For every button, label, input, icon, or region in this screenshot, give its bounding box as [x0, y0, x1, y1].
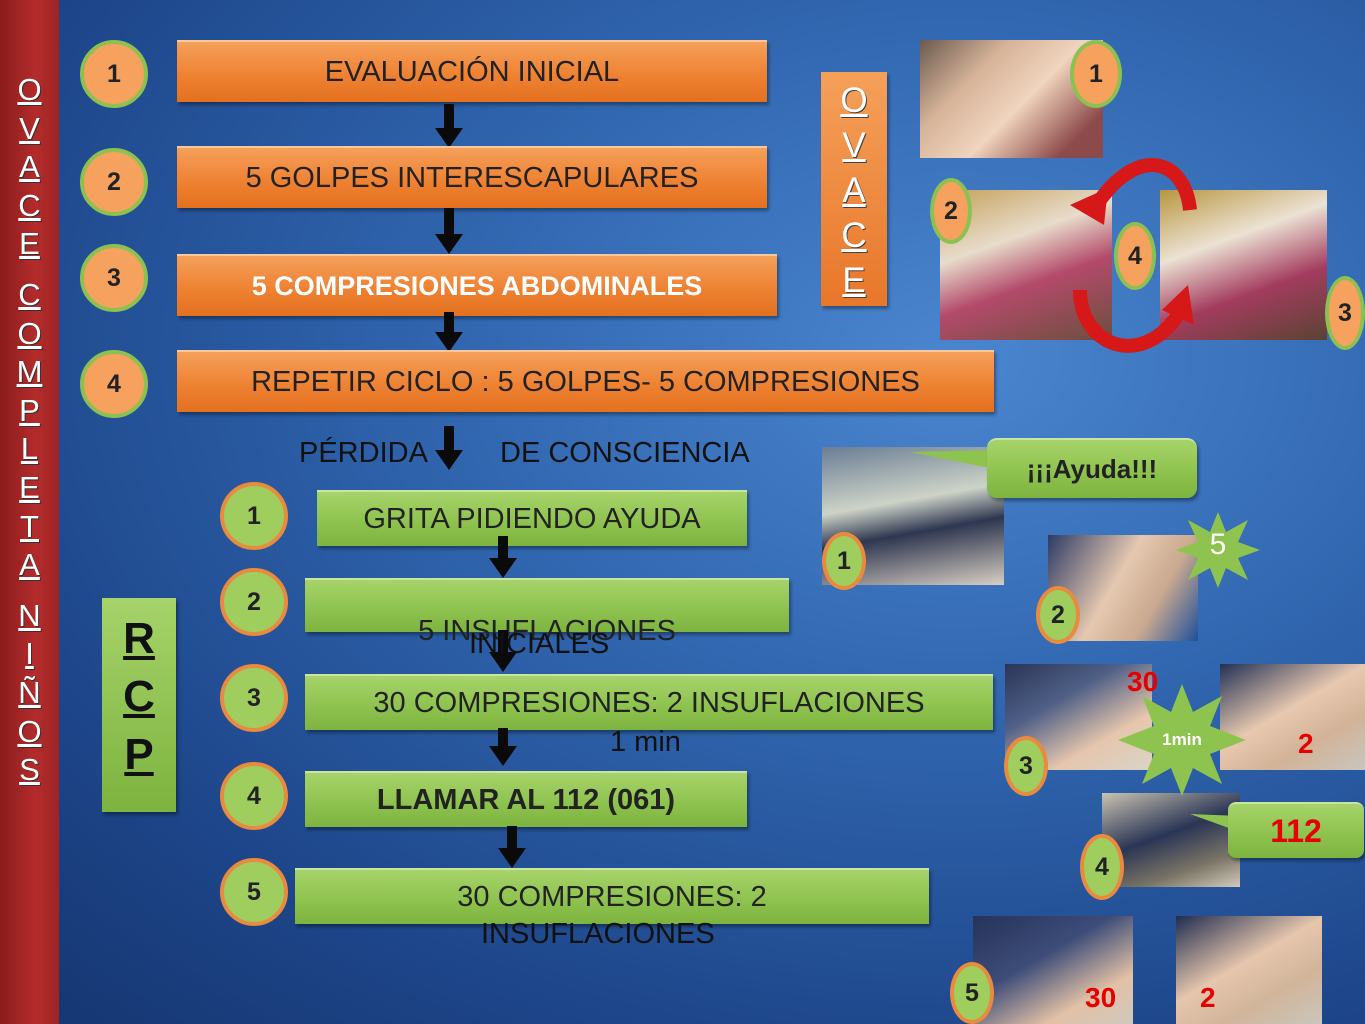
phone-112-callout: 112	[1228, 802, 1364, 858]
down-arrow-icon	[489, 536, 517, 578]
sidebar-letter: T	[20, 508, 39, 544]
rcp-step-3-box: 30 COMPRESIONES: 2 INSUFLACIONES	[305, 674, 993, 730]
rcp-box-letter: C	[123, 672, 155, 721]
sidebar-letter: I	[25, 636, 34, 672]
help-speech-bubble: ¡¡¡Ayuda!!!	[987, 438, 1197, 498]
down-arrow-icon	[435, 312, 463, 352]
rcp-box-letter: P	[124, 730, 154, 779]
ovace-photo-badge-2: 2	[930, 178, 972, 244]
rcp-step-2-badge: 2	[220, 568, 288, 636]
compressions-count-label: 30	[1127, 666, 1159, 697]
ovace-step-3-box: 5 COMPRESIONES ABDOMINALES	[177, 254, 777, 316]
ovace-box-letter: O	[840, 81, 868, 120]
ovace-photo-badge-3: 3	[1325, 276, 1365, 350]
sidebar-letter: V	[19, 110, 40, 146]
sidebar-letter: E	[19, 469, 40, 505]
down-arrow-icon	[489, 728, 517, 766]
ovace-step-4-box: REPETIR CICLO : 5 GOLPES- 5 COMPRESIONES	[177, 350, 994, 412]
sidebar-letter: Ñ	[18, 674, 41, 710]
ovace-box-letter: V	[842, 126, 866, 165]
ovace-step-2-badge: 2	[80, 148, 148, 216]
compressions-count-label: 30	[1085, 982, 1117, 1013]
ovace-box-letter: A	[842, 171, 866, 210]
rcp-step-5-line2: INSUFLACIONES	[481, 918, 715, 950]
down-arrow-icon	[435, 208, 463, 254]
down-arrow-icon	[498, 826, 526, 868]
sidebar-letter: P	[19, 392, 40, 428]
rcp-step-1-badge: 1	[220, 482, 288, 550]
ovace-photo-badge-4: 4	[1114, 222, 1156, 290]
rcp-box-letter: R	[123, 614, 155, 663]
down-arrow-icon	[435, 104, 463, 148]
rcp-photo-badge-1: 1	[822, 532, 866, 590]
ovace-step-4-badge: 4	[80, 350, 148, 418]
down-arrow-icon	[435, 426, 463, 470]
rcp-step-3-badge: 3	[220, 664, 288, 732]
rcp-step-5-badge: 5	[220, 858, 288, 926]
sidebar-letter: O	[17, 315, 42, 351]
sidebar-letter: C	[18, 187, 41, 223]
sidebar-letter: M	[16, 354, 43, 390]
ovace-step-1-box: EVALUACIÓN INICIAL	[177, 40, 767, 102]
rcp-step-3-note: 1 min	[610, 726, 681, 758]
sidebar-letter: A	[19, 547, 40, 583]
sidebar-letter: L	[20, 431, 39, 467]
consciousness-loss-word2: DE CONSCIENCIA	[500, 437, 750, 469]
sidebar-letter: S	[19, 752, 40, 788]
sidebar-letter: O	[17, 72, 42, 107]
rcp-photo-breaths	[1220, 664, 1365, 770]
sidebar-letter: E	[19, 226, 40, 262]
down-arrow-icon	[489, 630, 517, 672]
rcp-photo-phone-call	[1102, 793, 1240, 887]
burst-5-label: 5	[1209, 528, 1227, 561]
sidebar-title: O V A C E C O M P L E T A N I Ñ O S	[0, 71, 59, 790]
circular-arrow-icon	[1070, 158, 1197, 353]
rcp-step-5-box: 30 COMPRESIONES: 2	[295, 868, 929, 924]
breaths-count-label: 2	[1200, 982, 1216, 1013]
rcp-step-4-box: LLAMAR AL 112 (061)	[305, 771, 747, 827]
rcp-step-1-box: GRITA PIDIENDO AYUDA	[317, 490, 747, 546]
burst-1min-label: 1min	[1162, 730, 1202, 749]
sidebar-letter: A	[19, 149, 40, 185]
rcp-photo-breaths-repeat	[1176, 916, 1322, 1024]
ovace-step-2-box: 5 GOLPES INTERESCAPULARES	[177, 146, 767, 208]
sidebar-letter: O	[17, 713, 42, 749]
speech-bubble-icon	[910, 450, 1000, 470]
breaths-count-label: 2	[1298, 728, 1314, 759]
ovace-box-letter: C	[841, 216, 867, 255]
rcp-label-box: R C P	[102, 598, 176, 812]
consciousness-loss-word1: PÉRDIDA	[299, 437, 428, 469]
rcp-photo-compressions-repeat	[973, 916, 1133, 1024]
sidebar-letter: C	[18, 276, 41, 312]
rcp-step-2-line1: 5 INSUFLACIONES	[418, 614, 676, 647]
rcp-step-4-badge: 4	[220, 762, 288, 830]
rcp-photo-badge-3: 3	[1004, 736, 1048, 796]
ovace-step-1-badge: 1	[80, 40, 148, 108]
sidebar	[0, 0, 59, 1024]
rcp-photo-badge-2: 2	[1036, 586, 1080, 644]
sidebar-letter: N	[18, 597, 41, 633]
ovace-step-3-badge: 3	[80, 244, 148, 312]
starburst-icon	[1176, 512, 1260, 588]
speech-bubble-icon	[1190, 814, 1240, 832]
rcp-step-2-line2: INICIALES	[469, 628, 610, 660]
ovace-photo-badge-1: 1	[1070, 40, 1122, 108]
rcp-photo-badge-4: 4	[1080, 834, 1124, 900]
rcp-photo-badge-5: 5	[950, 962, 994, 1024]
ovace-box-letter: E	[842, 261, 866, 300]
ovace-label-box: O V A C E	[821, 72, 887, 306]
rcp-step-2-box: 5 INSUFLACIONES	[305, 578, 789, 647]
starburst-icon	[1118, 684, 1246, 796]
